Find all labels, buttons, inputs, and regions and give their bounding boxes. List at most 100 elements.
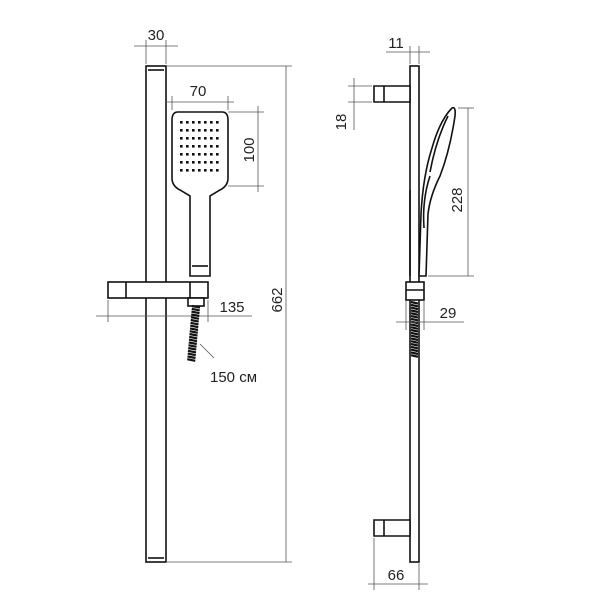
nozzle-dot [180,145,183,148]
nozzle-dot [192,121,195,124]
front-view: 30 662 70 100 [96,27,292,563]
dimension-bracket-height: 18 [333,78,372,130]
bottom-wall-bracket [373,519,411,537]
hand-shower-head [171,111,229,277]
nozzle-dot [180,169,183,172]
nozzle-dot [204,161,207,164]
hose-coil [188,346,197,351]
nozzle-dot [204,121,207,124]
nozzle-dot [192,129,195,132]
nozzle-dot [216,153,219,156]
head-length-label: 228 [449,187,466,212]
dimension-holder-depth: 135 [96,299,252,322]
hose-coil [188,338,198,343]
hose-length-label: 150 см [210,369,257,386]
side-hose-coil [410,334,419,339]
dimension-handle-offset: 29 [396,300,464,330]
hose-coil [188,341,197,346]
hose-coil [187,352,196,357]
hose-coil [190,316,200,320]
nozzle-dot [198,121,201,124]
shower-head-side [409,106,456,277]
slider-holder [107,281,209,307]
side-hose-coil [410,314,419,319]
nozzle-dot [216,121,219,124]
nozzle-dot [186,169,189,172]
nozzle-dot [216,137,219,140]
nozzle-dot [210,145,213,148]
nozzle-dot [204,153,207,156]
hose-coil [189,335,198,340]
nozzle-dot [180,121,183,124]
nozzle-dot [204,169,207,172]
dimension-head-length: 228 [428,107,474,277]
side-hose-coil [410,312,419,316]
side-hose-coil [410,331,419,336]
slide-rail [145,65,167,563]
head-width-label: 70 [190,83,207,100]
nozzle-dot [216,145,219,148]
head-height-label: 100 [241,137,258,162]
dimension-rail-width: 30 [134,27,178,64]
nozzle-dot [192,169,195,172]
rail-width-label: 30 [148,27,165,44]
top-wall-bracket [373,85,411,103]
side-hose-coil [410,342,419,347]
nozzle-dot [198,137,201,140]
nozzle-dot [198,161,201,164]
side-hose-coil [410,309,419,314]
side-view: 11 18 228 [333,35,474,590]
hose-coil [191,307,200,312]
hose-coil [191,313,200,318]
nozzle-dot [204,145,207,148]
handle-offset-label: 29 [440,305,457,322]
nozzle-dot [210,161,213,164]
wall-offset-label: 66 [388,567,405,584]
hose-coil [187,349,197,354]
dimension-rail-thickness: 11 [386,35,430,64]
nozzle-dot [216,169,219,172]
holder-depth-label: 135 [219,299,244,316]
rail-thickness-label: 11 [388,35,404,52]
nozzle-dot [186,137,189,140]
nozzle-dot [180,129,183,132]
dimension-head-width: 70 [166,83,234,110]
nozzle-dot [216,161,219,164]
nozzle-dot [198,153,201,156]
nozzle-dot [180,161,183,164]
side-hose-coil [410,306,419,311]
dimension-head-height: 100 [228,106,264,192]
nozzle-dot [186,145,189,148]
dimension-wall-offset: 66 [368,538,428,590]
nozzle-dot [210,121,213,124]
side-hose-coil [410,345,419,350]
nozzle-dot [198,129,201,132]
side-hose-coil [410,337,419,342]
side-hose-coil [410,348,419,353]
nozzle-dot [210,153,213,156]
nozzle-dot [192,137,195,140]
nozzle-dot [210,129,213,132]
side-hose-coil [410,328,419,333]
nozzle-dot [204,129,207,132]
hose-coil [188,344,197,348]
hose-coil [190,321,199,326]
hose-coil [190,318,199,323]
nozzle-dot [192,145,195,148]
hose-coil [189,332,198,337]
side-hose-coil [410,300,419,305]
side-hose-coil [410,303,419,308]
hose-coil [190,324,199,329]
side-hose-coil [410,340,419,344]
nozzle-dot [180,153,183,156]
hose: 150 см [187,304,257,386]
hose-coil [191,304,201,309]
total-height-label: 662 [269,287,286,312]
side-hose-coil [410,326,419,330]
spray-nozzles [180,121,219,172]
nozzle-dot [186,161,189,164]
nozzle-dot [210,169,213,172]
side-hose-coil [410,351,419,356]
hose-coil [189,330,198,334]
